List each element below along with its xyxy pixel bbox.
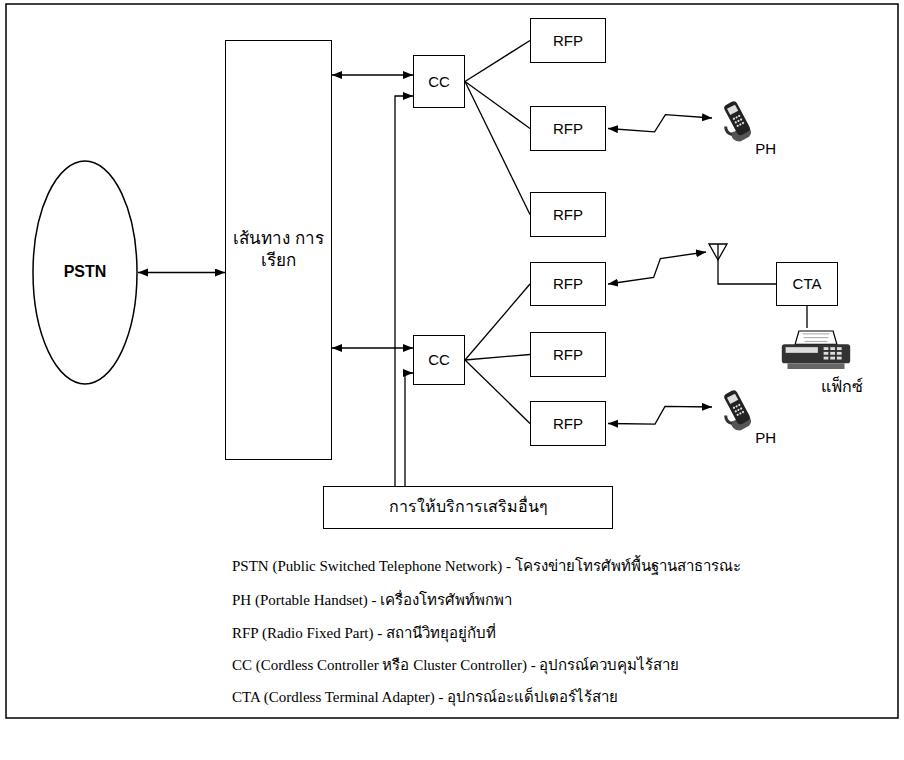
fax-icon: แฟ็กซ์ (770, 322, 865, 398)
connector-line (465, 360, 530, 424)
fax-picture (778, 328, 854, 372)
node-text: เส้นทาง การเรียก (226, 228, 331, 272)
connector-line (332, 347, 413, 348)
connector-line (465, 284, 530, 360)
node-text: RFP (553, 345, 583, 365)
connector-line (395, 96, 413, 486)
border-frame (6, 4, 898, 718)
radio-box: RFP (530, 401, 606, 446)
service-box: การให้บริการเสริมอื่นๆ (323, 486, 613, 529)
connector (405, 373, 413, 486)
node-text: RFP (553, 31, 583, 51)
node-text: RFP (553, 205, 583, 225)
connector-line (608, 252, 706, 284)
node-text: CTA (793, 274, 822, 294)
node-text: PH (755, 139, 776, 159)
connector-line (138, 272, 225, 273)
antenna-wire (718, 244, 776, 284)
connector (465, 41, 530, 82)
controller-box: CC (413, 335, 465, 385)
routing-box: เส้นทาง การเรียก (225, 40, 332, 460)
node-text: PH (755, 428, 776, 448)
connector (138, 272, 225, 273)
connector-line (608, 115, 712, 132)
abbreviation-note: RFP (Radio Fixed Part) - สถานีวิทยุอยู่ก… (232, 624, 496, 642)
connector (807, 306, 808, 328)
node-text: RFP (553, 274, 583, 294)
connector (465, 82, 530, 215)
abbreviation-note: CC (Cordless Controller หรือ Cluster Con… (232, 656, 679, 674)
connector (332, 75, 413, 76)
connector (332, 348, 413, 349)
connector (465, 355, 530, 361)
connector (465, 82, 530, 129)
connector-line (465, 41, 530, 82)
abbreviation-note: PSTN (Public Switched Telephone Network)… (232, 557, 741, 575)
radio-box: RFP (530, 18, 606, 63)
network-ellipse: PSTN (32, 160, 138, 385)
connector-line (465, 82, 530, 215)
handset-icon: PH (712, 385, 778, 447)
connector-line (806, 306, 807, 328)
node-text: RFP (553, 414, 583, 434)
connector-line (465, 355, 530, 361)
connector (608, 244, 776, 284)
radio-box: RFP (530, 192, 606, 237)
handset-picture (716, 387, 760, 431)
node-text: PSTN (64, 262, 107, 283)
connector-line (405, 373, 413, 486)
node-text: RFP (553, 119, 583, 139)
node-text: CC (428, 72, 450, 92)
connector-line (465, 82, 530, 129)
abbreviation-note: PH (Portable Handset) - เครื่องโทรศัพท์พ… (232, 591, 512, 609)
abbreviation-note: CTA (Cordless Terminal Adapter) - อุปกรณ… (232, 688, 618, 706)
connector-line (332, 74, 413, 75)
connector (465, 284, 530, 360)
connector-line (608, 406, 712, 424)
controller-box: CC (413, 55, 465, 108)
radio-box: RFP (530, 332, 606, 377)
adapter-box: CTA (776, 262, 838, 306)
connector (608, 406, 712, 424)
handset-icon: PH (712, 96, 778, 158)
connector (465, 360, 530, 424)
radio-box: RFP (530, 106, 606, 151)
handset-picture (716, 98, 760, 142)
node-text: CC (428, 350, 450, 370)
node-text: การให้บริการเสริมอื่นๆ (389, 497, 548, 518)
connector (395, 96, 413, 486)
radio-box: RFP (530, 262, 606, 306)
connector (608, 115, 712, 132)
node-text: แฟ็กซ์ (821, 377, 863, 398)
